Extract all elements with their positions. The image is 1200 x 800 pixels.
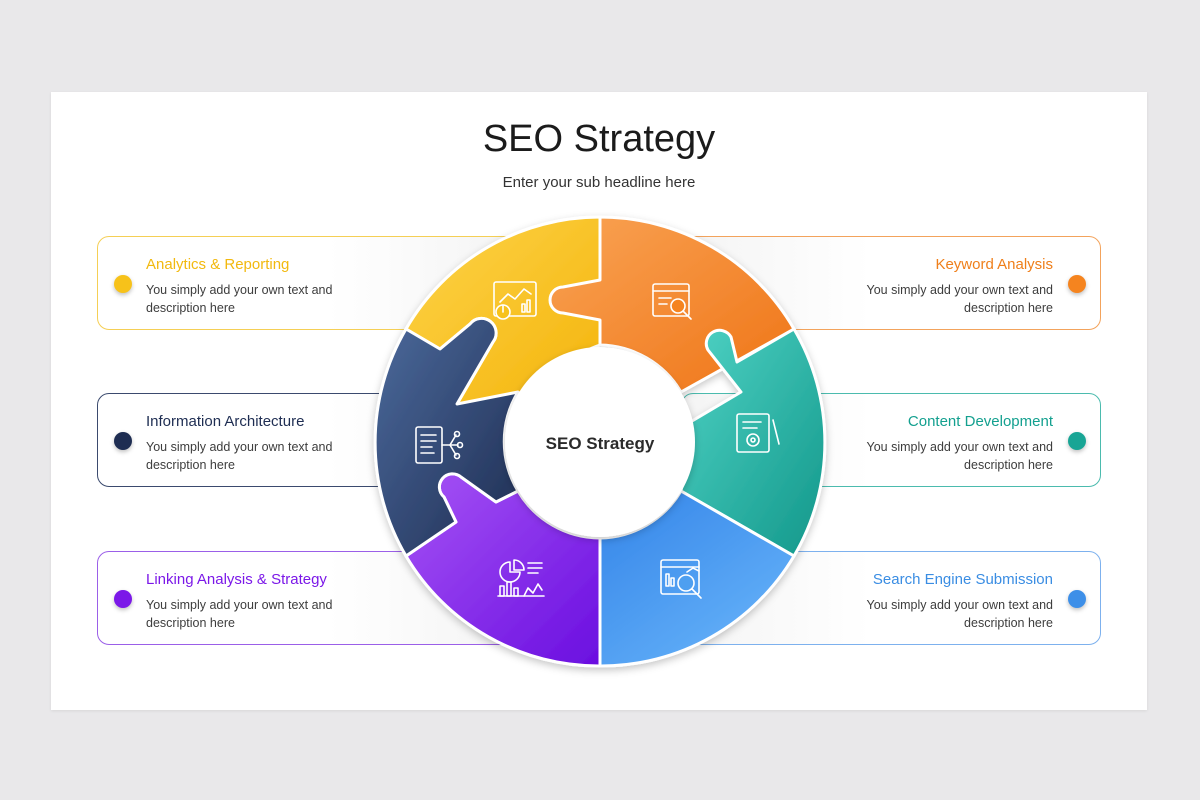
bullet-dot: [1068, 432, 1086, 450]
card-heading: Search Engine Submission: [872, 571, 1053, 588]
card-heading: Keyword Analysis: [935, 256, 1053, 273]
card-heading: Content Development: [907, 413, 1053, 430]
card-heading: Information Architecture: [146, 413, 305, 430]
segment-information-architecture: [373, 316, 520, 558]
bullet-dot: [1068, 590, 1086, 608]
card-analytics-reporting: Analytics & Reporting You simply add you…: [97, 236, 517, 330]
center-circle: [505, 347, 695, 537]
bullet-dot: [114, 432, 132, 450]
page-subtitle: Enter your sub headline here: [502, 174, 696, 191]
puzzle-wheel: SEO Strategy: [373, 215, 827, 668]
bullet-dot: [1068, 275, 1086, 293]
center-label: SEO Strategy: [546, 434, 655, 453]
charts-icon: [497, 559, 545, 597]
analytics-dashboard-icon: [493, 281, 537, 320]
page-title: SEO Strategy: [482, 118, 716, 160]
keyword-search-icon: [652, 283, 692, 320]
search-report-icon: [660, 559, 702, 599]
document-network-icon: [415, 426, 464, 464]
bullet-dot: [114, 275, 132, 293]
slide: SEO Strategy Enter your sub headline her…: [51, 92, 1147, 710]
card-heading: Linking Analysis & Strategy: [146, 571, 327, 588]
content-settings-icon: [736, 413, 780, 453]
bullet-dot: [114, 590, 132, 608]
card-heading: Analytics & Reporting: [146, 256, 290, 273]
